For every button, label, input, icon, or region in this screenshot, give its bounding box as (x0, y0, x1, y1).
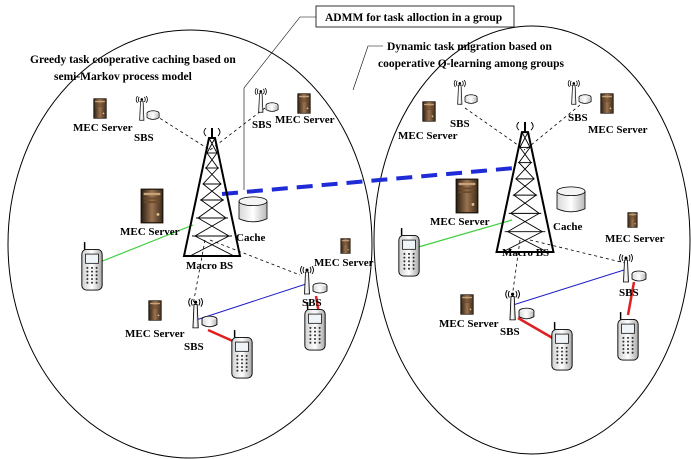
right-red-link-bottom (517, 316, 557, 342)
left-mec-server-right-label: MEC Server (314, 257, 374, 269)
right-backhaul-links (464, 104, 626, 299)
admm-annotation-box (315, 5, 515, 28)
left-mec-server-bottom-label: MEC Server (125, 328, 185, 340)
dynamic-annotation-line2: cooperative Q-learning among groups (378, 58, 565, 70)
right-sbs-right-label: SBS (619, 287, 639, 299)
left-mec-server-top-label: MEC Server (73, 122, 133, 134)
cache-cylinder-icon (556, 186, 586, 213)
right-mec-server-top-left-label: MEC Server (398, 130, 458, 142)
antenna-icon (453, 80, 478, 105)
right-sbs-bottom-label: SBS (500, 326, 520, 338)
right-sbs-top-left-label: SBS (450, 118, 470, 130)
admm-annotation: ADMM for task alloction in a group (325, 12, 502, 24)
server-icon (600, 93, 614, 114)
server-icon (455, 178, 479, 214)
right-blue-link (512, 269, 625, 306)
phone-icon (304, 302, 326, 351)
left-sbs-top-left-label: SBS (134, 132, 154, 144)
right-green-link (414, 219, 513, 249)
left-mec-server-top-right-label: MEC Server (275, 114, 335, 126)
antenna-icon (505, 290, 535, 321)
right-cache-label: Cache (553, 221, 582, 233)
right-red-link-right (626, 281, 636, 316)
antenna-icon (254, 88, 279, 113)
phone-icon (398, 228, 420, 277)
greedy-annotation-line1: Greedy task cooperative caching based on (30, 54, 236, 66)
left-sbs-right-label: SBS (302, 297, 322, 309)
antenna-icon (300, 266, 328, 295)
left-blue-link (195, 283, 307, 321)
admm-pointer-line (243, 16, 316, 190)
left-group-boundary (7, 29, 373, 459)
right-sbs-top-right-label: SBS (568, 112, 588, 124)
right-mec-server-bottom-label: MEC Server (439, 318, 499, 330)
right-macro-bs-label: Macro BS (502, 247, 549, 259)
phone-icon (617, 312, 639, 361)
server-icon (340, 238, 351, 254)
right-mec-server-top-right-label: MEC Server (588, 124, 648, 136)
server-icon (93, 98, 107, 119)
left-mec-server-macro-label: MEC Server (120, 226, 180, 238)
cache-cylinder-icon (238, 196, 268, 223)
antenna-icon (188, 298, 218, 329)
antenna-icon (567, 80, 592, 105)
server-icon (627, 212, 638, 228)
server-icon (422, 101, 436, 122)
server-icon (148, 300, 162, 321)
antenna-icon (619, 254, 647, 283)
left-backhaul-links (149, 107, 301, 306)
left-sbs-top-right-label: SBS (252, 119, 272, 131)
server-icon (140, 188, 164, 224)
server-icon (297, 93, 311, 114)
dynamic-pointer-line (352, 45, 383, 91)
left-green-link (99, 224, 194, 263)
phone-icon (231, 330, 253, 379)
server-icon (460, 294, 474, 315)
phone-icon (81, 242, 103, 291)
tower-icon (495, 122, 555, 254)
left-cache-label: Cache (236, 232, 265, 244)
right-mec-server-macro-label: MEC Server (430, 216, 490, 228)
antenna-icon (135, 96, 160, 121)
left-sbs-bottom-label: SBS (184, 341, 204, 353)
dynamic-annotation-line1: Dynamic task migration based on (387, 41, 552, 53)
phone-icon (551, 322, 573, 371)
right-group-boundary (373, 25, 691, 455)
right-mec-server-right-label: MEC Server (605, 233, 665, 245)
greedy-annotation-line2: semi-Markov process model (54, 71, 192, 83)
left-macro-bs-label: Macro BS (186, 260, 233, 272)
